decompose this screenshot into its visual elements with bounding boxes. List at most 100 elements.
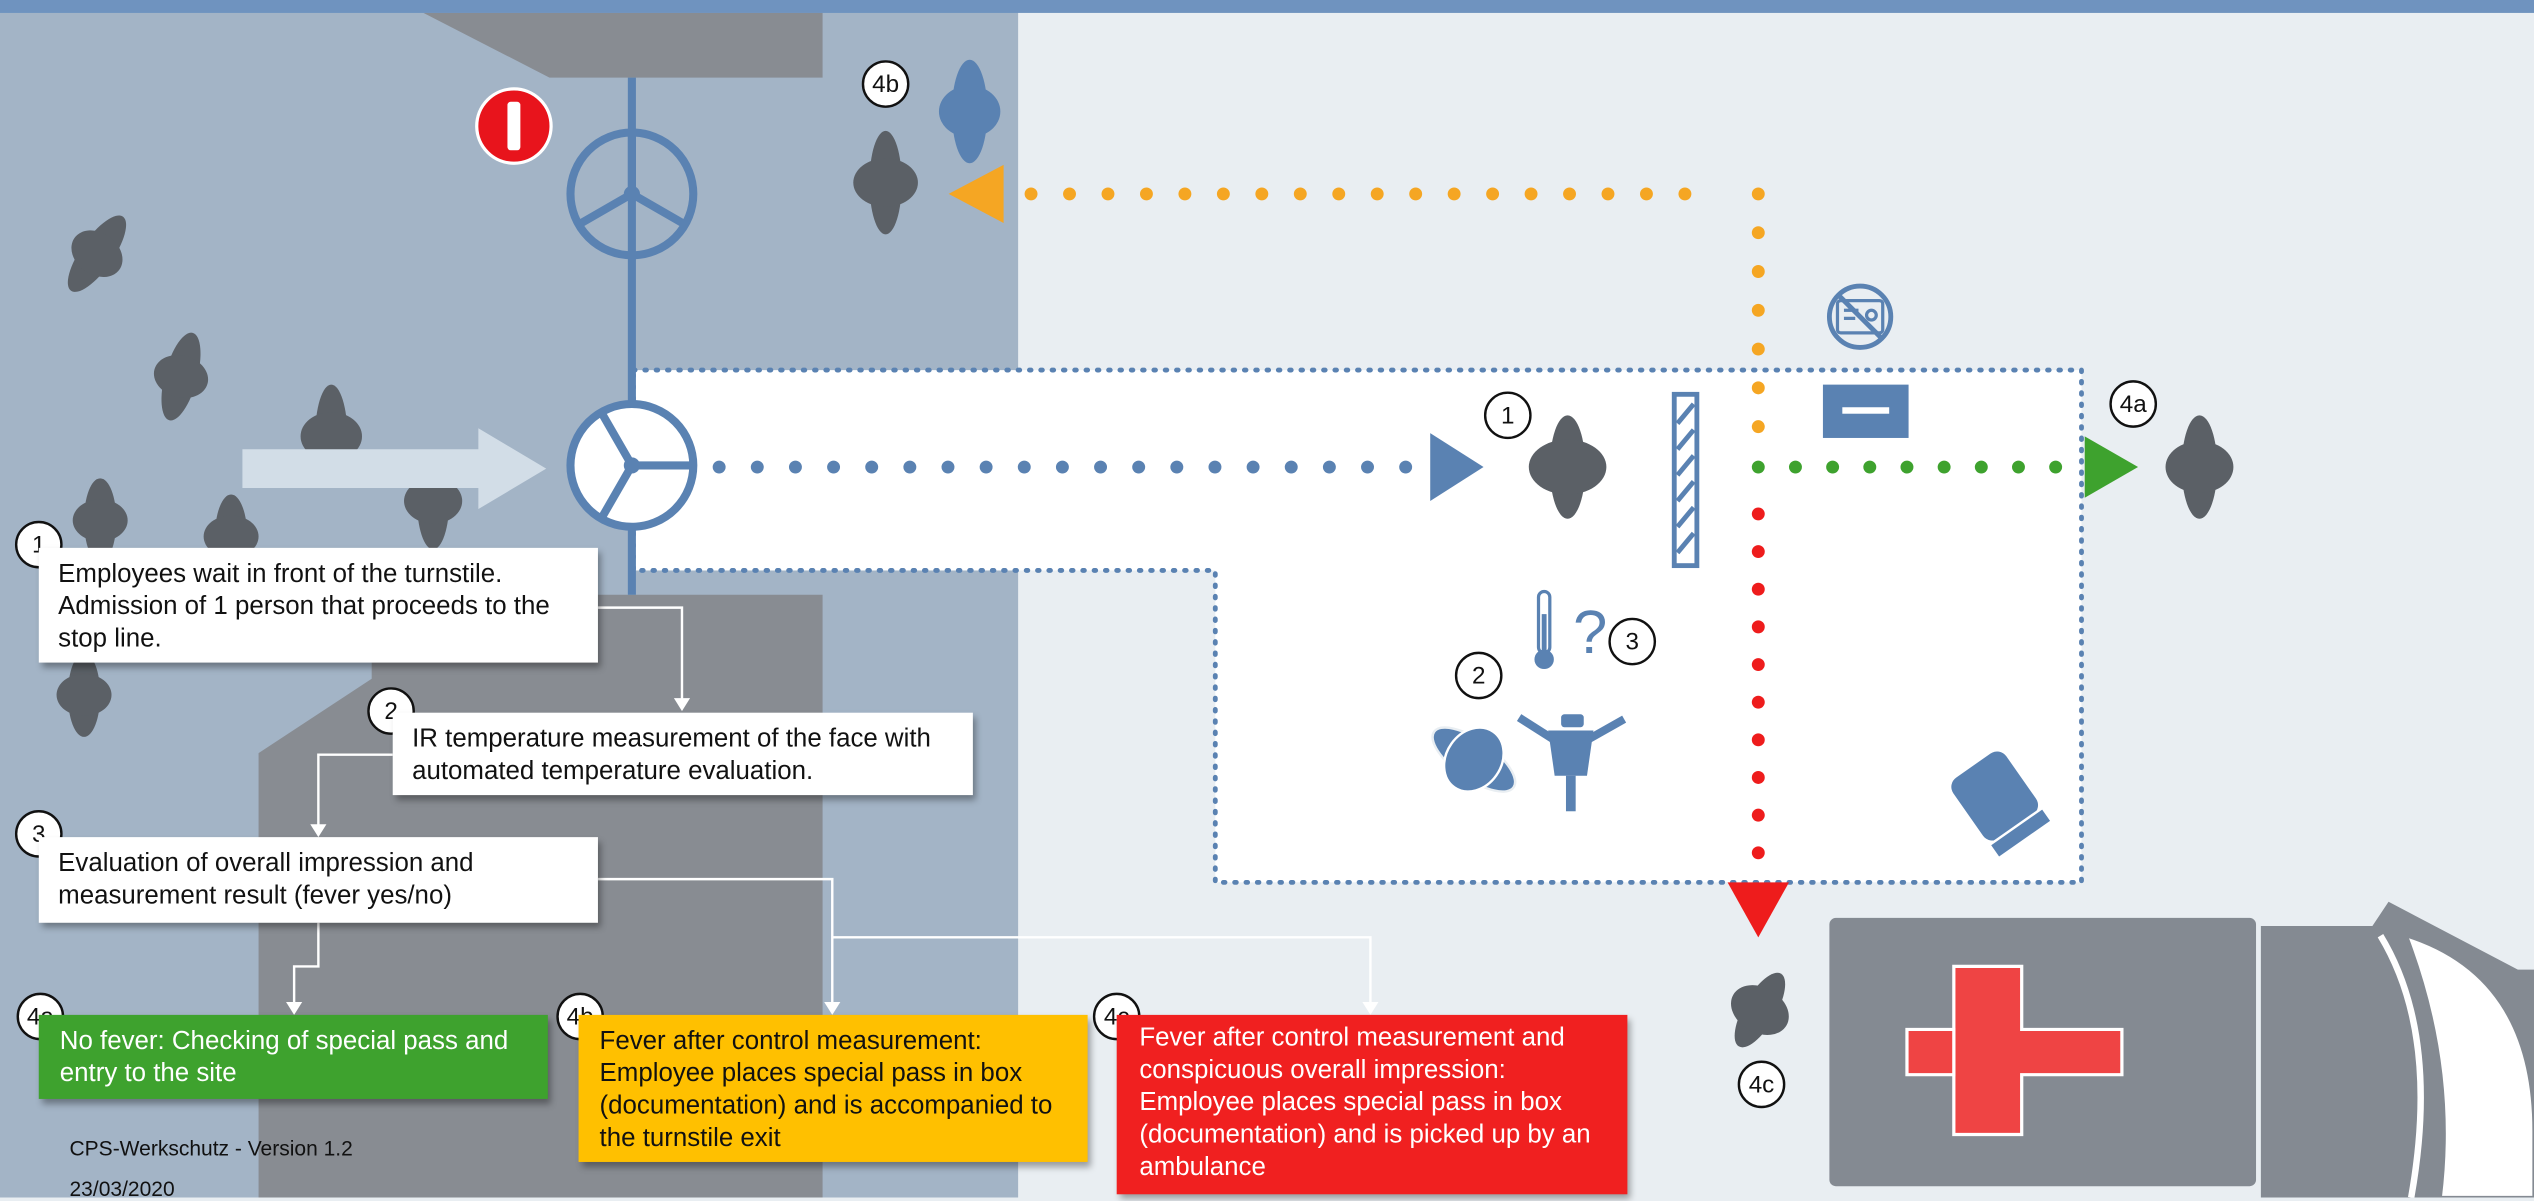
path-dot [1132,460,1146,474]
path-dot [1751,226,1765,240]
path-dot [1284,460,1298,474]
footer-date: 23/03/2020 [69,1176,175,1201]
person-icon [1431,726,1517,793]
person-icon [1528,415,1607,519]
path-dot [2012,460,2025,474]
stop-sign-icon [475,87,553,165]
marker-top-4b: 4b [872,71,899,98]
path-dot [1900,460,1914,474]
path-dot [1524,187,1538,201]
marker-scan-3: 3 [1625,629,1638,656]
person-icon [1731,972,1789,1048]
path-dot [941,460,955,474]
step-2-line: IR temperature measurement of the face w… [412,725,931,754]
path-dot [1178,187,1192,201]
path-dot [1399,460,1413,474]
question-mark-icon: ? [1573,598,1607,667]
path-dot [1601,187,1615,201]
step-4b-line: Fever after control measurement: [599,1027,982,1056]
orange-path [1024,187,1765,434]
pass-box-icon [1822,384,1909,438]
path-dot [712,460,726,474]
path-dot [1751,545,1765,559]
path-dot [865,460,879,474]
step-2-box: IR temperature measurement of the face w… [392,712,973,796]
path-dot [1063,187,1076,201]
path-dot [1751,582,1765,596]
person-icon [67,215,127,292]
person-icon [72,478,128,563]
step-4c-line: ambulance [1139,1153,1266,1182]
path-dot [1751,695,1765,709]
path-dot [1751,420,1765,434]
path-dot [1139,187,1153,201]
path-dot [1751,342,1765,356]
path-dot [1974,460,1988,474]
scanner-icon [1516,714,1627,812]
path-dot [1246,460,1260,474]
path-dot [1751,771,1765,784]
path-dot [750,460,764,474]
entry-arrow [242,428,547,510]
step-1-line: stop line. [58,625,162,653]
step-4c-line: conspicuous overall impression: [1139,1056,1506,1085]
connector-lines [292,606,1372,1006]
ambulance-icon [1829,901,2534,1198]
path-dot [1751,808,1765,822]
person-icon [938,59,1001,164]
step-4c-line: Employee places special pass in box [1139,1089,1562,1117]
path-dot [1937,460,1951,474]
path-dot [1639,187,1653,201]
path-dot [1170,460,1184,474]
step-4b-box: Fever after control measurement: Employe… [578,1014,1088,1162]
exit-arrow [948,164,1004,224]
footer-version: CPS-Werkschutz - Version 1.2 [69,1136,353,1161]
path-dot [1751,303,1765,317]
bin-icon [1951,751,2054,860]
marker-exit-4a: 4a [2120,391,2147,418]
path-dot [979,460,993,474]
path-dot [1332,187,1346,201]
stop-line-arrow [1430,433,1484,501]
building-top [423,12,823,78]
path-dot [903,460,917,474]
person-icon [2165,415,2234,519]
path-dot [1751,460,1765,474]
no-id-card-icon [1826,283,1894,350]
red-path [1751,507,1765,860]
path-dot [1863,460,1877,474]
path-dot [1751,846,1765,860]
step-3-line: measurement result (fever yes/no) [58,882,452,910]
path-dot [1788,460,1802,474]
step-4b-line: (documentation) and is accompanied to [599,1092,1053,1120]
path-dot [1751,381,1765,395]
step-3-line: Evaluation of overall impression and [58,850,474,878]
step-1-line: Employees wait in front of the turnstile… [58,560,503,589]
connector-arrowheads [286,698,1379,1015]
path-dot [1216,187,1230,201]
step-4a-line: entry to the site [59,1060,237,1088]
path-dot [1447,187,1461,201]
path-dot [1751,507,1765,521]
path-dot [1322,460,1336,474]
path-dot [1751,187,1765,201]
path-dot [1751,620,1765,634]
path-dot [1094,460,1108,474]
path-dot [1751,265,1765,278]
path-dot [1563,187,1576,201]
path-dot [1678,187,1692,201]
path-dot [2049,460,2063,474]
path-dot [827,460,841,474]
person-icon [153,332,209,421]
step-4c-box: Fever after control measurement and cons… [1116,1014,1628,1195]
step-4b-line: Employee places special pass in box [599,1060,1023,1088]
step-2-line: automated temperature evaluation. [412,757,814,786]
step-4b-line: the turnstile exit [599,1124,781,1153]
path-dot [1017,460,1031,474]
path-dot [1751,658,1765,671]
person-icon [853,130,918,235]
path-dot [1361,460,1374,474]
path-dot [1293,187,1307,201]
blue-path [712,460,1413,474]
